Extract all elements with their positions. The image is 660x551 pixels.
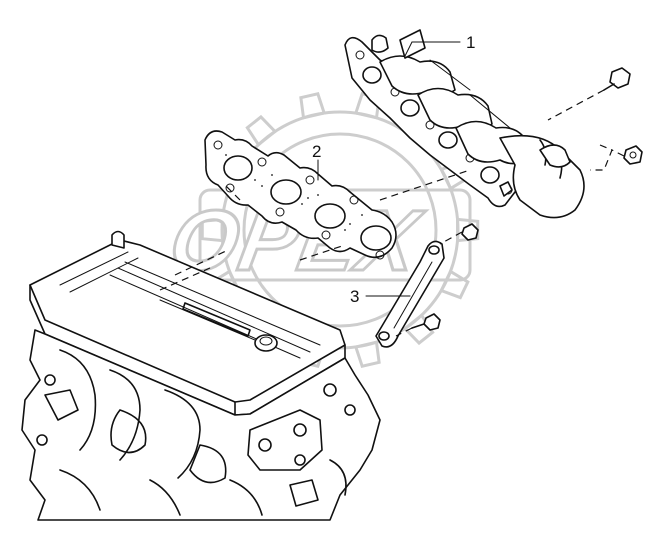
gasket-texture [225, 154, 363, 231]
assembly-lines [159, 89, 625, 337]
exhaust-manifold-gasket [204, 130, 397, 260]
callout-2-label: 2 [312, 142, 321, 161]
fasteners [411, 67, 643, 331]
stud-manifold [499, 181, 513, 197]
watermark-gear-tooth [299, 92, 327, 120]
manifold-support-bracket [375, 240, 445, 348]
callout-3: 3 [350, 287, 411, 306]
nut-bracket-top [461, 223, 479, 241]
callout-3-label: 3 [350, 287, 359, 306]
exhaust-manifold [344, 29, 585, 219]
watermark-gear-tooth [353, 340, 381, 368]
engine-block [21, 230, 381, 521]
callout-1-label: 1 [466, 33, 475, 52]
bolt-bracket-bottom [411, 313, 441, 331]
callout-2: 2 [312, 142, 321, 181]
callout-1: 1 [404, 33, 475, 57]
watermark-gear-tooth [200, 217, 224, 243]
bolt-upper-right [603, 67, 631, 91]
watermark-gear-tooth [245, 114, 278, 147]
nut-right [623, 145, 643, 165]
watermark-gear-tooth [439, 269, 470, 300]
